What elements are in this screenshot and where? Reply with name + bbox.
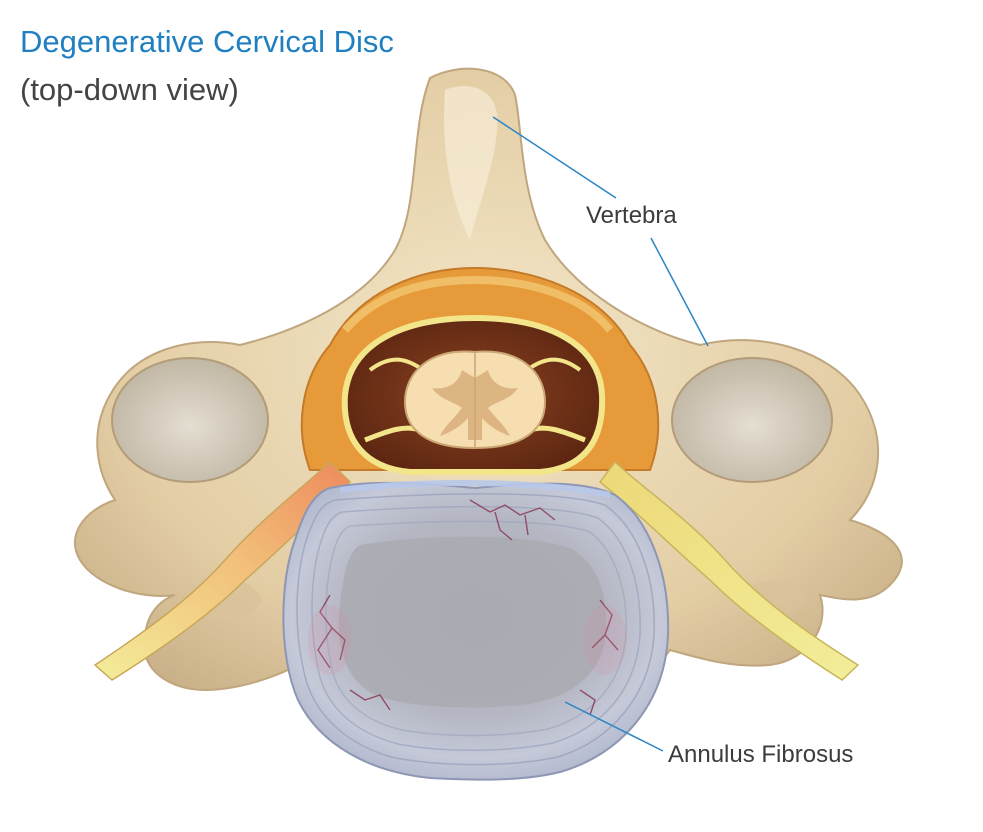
nucleus-pulposus (338, 536, 607, 708)
vertebra-leader-line-1 (492, 116, 617, 199)
disc-cracks (317, 499, 619, 716)
right-nerve-root (598, 460, 860, 681)
label-vertebra: Vertebra (586, 202, 677, 229)
vertebra-leader-line-2 (650, 237, 709, 347)
left-nerve-root (93, 460, 352, 681)
dura-ring (341, 314, 606, 475)
nerve-roots (93, 357, 860, 681)
leader-lines (492, 116, 709, 752)
annulus-leader-line (564, 701, 664, 752)
spinal-cord (403, 350, 547, 450)
diagram-title: Degenerative Cervical Disc (20, 24, 394, 59)
label-annulus-fibrosus: Annulus Fibrosus (668, 741, 854, 768)
intervertebral-disc (282, 480, 670, 781)
diagram-subtitle: (top-down view) (20, 72, 239, 107)
